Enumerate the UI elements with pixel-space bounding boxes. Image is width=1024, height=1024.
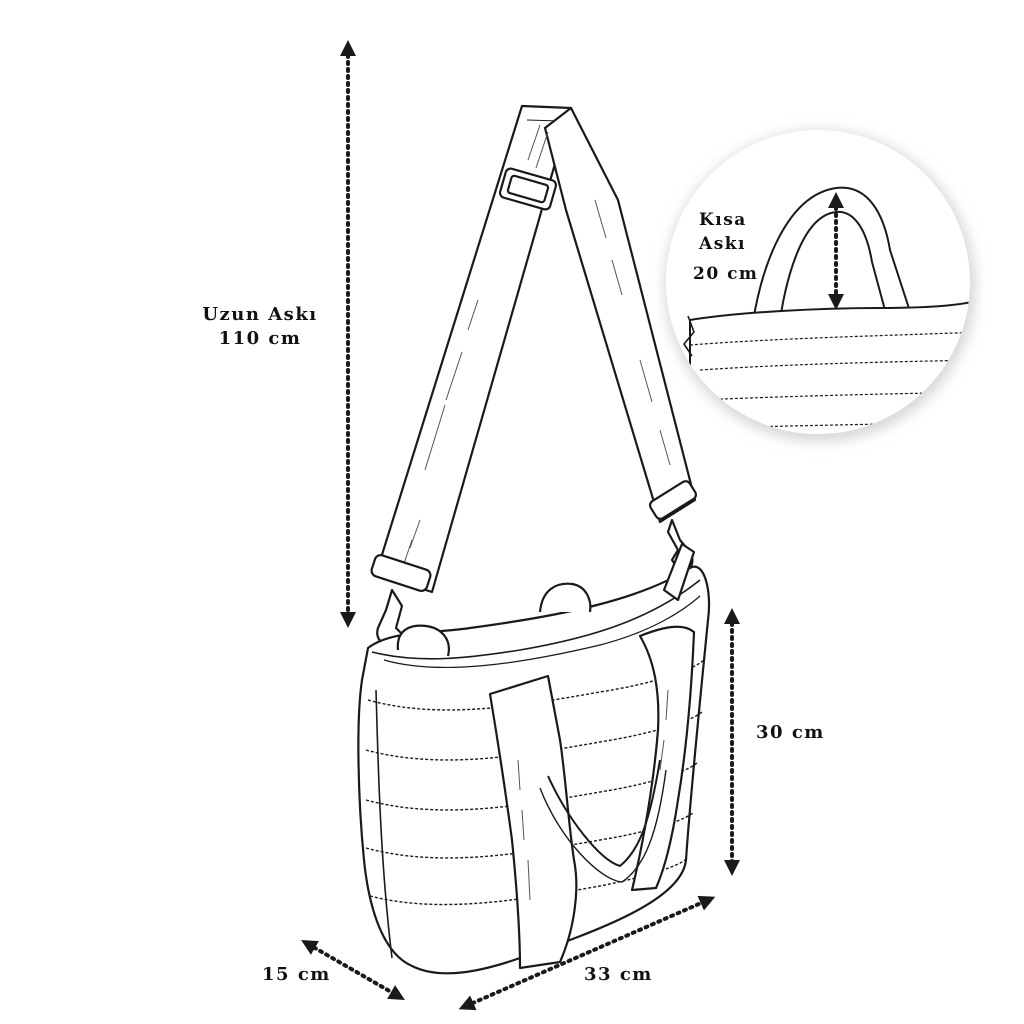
short-strap-label-length: 20 cm: [693, 264, 759, 284]
depth-label: 15 cm: [262, 964, 331, 985]
width-arrow: [458, 895, 716, 1011]
height-label: 30 cm: [756, 722, 825, 743]
zipper-pull: [662, 542, 696, 602]
long-strap-right-arm: [543, 106, 697, 524]
short-strap-label-name-1: Kısa: [699, 210, 747, 230]
top-loop-left: [396, 624, 450, 657]
front-handle-right-strap: [630, 625, 696, 892]
long-strap-label-name: Uzun Askı: [202, 304, 318, 325]
short-strap-label-name-2: Askı: [699, 234, 746, 254]
long-strap-label-length: 110 cm: [218, 328, 302, 349]
depth-arrow: [301, 939, 405, 1001]
tote-bag-body: [357, 542, 711, 975]
long-strap: [370, 104, 698, 648]
long-strap-left-arm: [374, 104, 573, 594]
width-label: 33 cm: [584, 964, 653, 985]
strap-clip-left: [370, 554, 432, 592]
inset-handle: [751, 186, 917, 337]
short-strap-label: Kısa Askı 20 cm: [693, 208, 773, 286]
dimension-arrows: [301, 40, 844, 1011]
top-loop-right: [538, 582, 592, 613]
strap-print-pattern: [399, 124, 671, 576]
short-strap-inset: [664, 130, 976, 442]
long-strap-label: Uzun Askı 110 cm: [200, 303, 320, 351]
strap-buckle: [498, 167, 558, 211]
strap-clip-right: [648, 480, 698, 520]
front-handle-loop: [547, 759, 661, 867]
